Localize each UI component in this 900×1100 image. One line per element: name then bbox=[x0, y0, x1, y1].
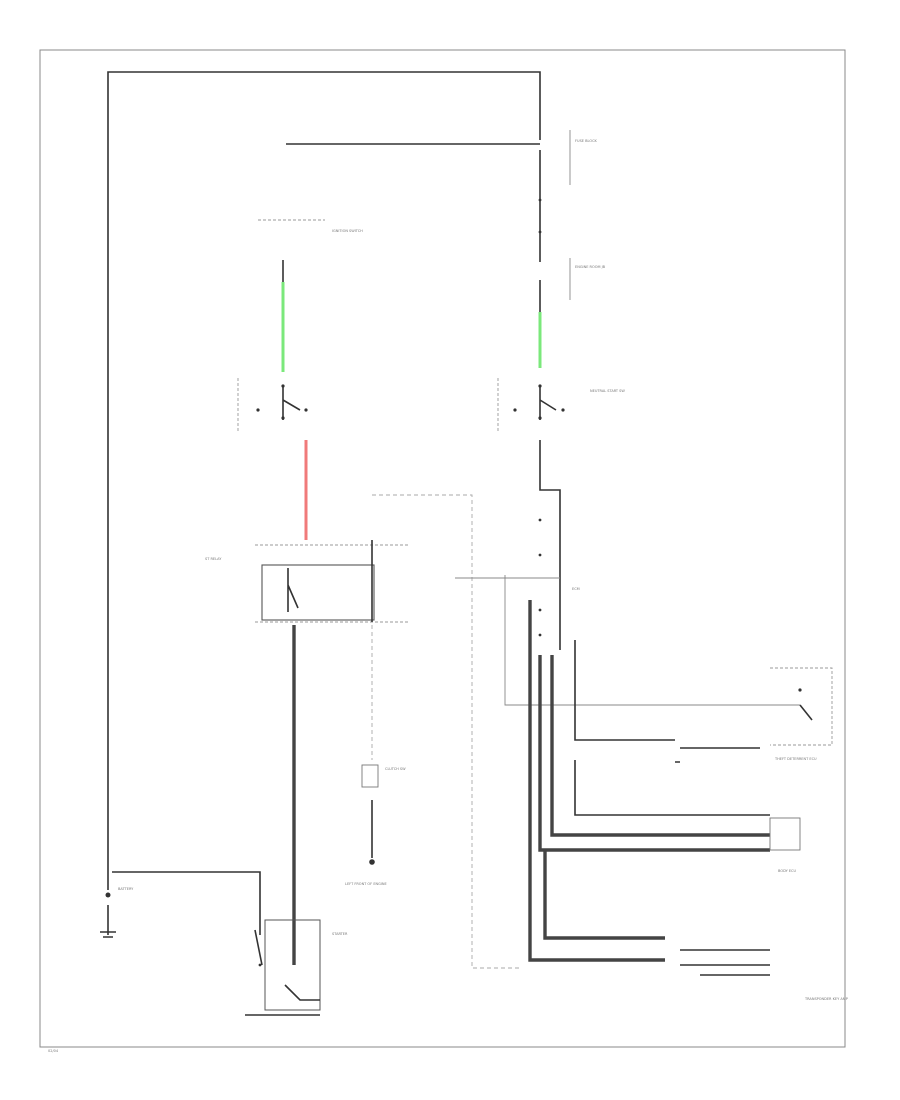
main-power-bus bbox=[107, 71, 541, 880]
theft-module: THEFT DETERRENT ECU bbox=[770, 667, 833, 761]
fusible-block: FUSE BLOCK bbox=[538, 130, 598, 234]
ignition-label: IGNITION SWITCH bbox=[332, 229, 363, 233]
page-ref: 02/04 bbox=[48, 1049, 59, 1053]
ignition-branch: IGNITION SWITCH bbox=[258, 219, 363, 372]
fuse-box-2-label: ENGINE ROOM JB bbox=[575, 265, 606, 269]
ground-label: LEFT FRONT OF ENGINE bbox=[345, 882, 387, 886]
starter-label: STARTER bbox=[332, 932, 348, 936]
battery-label: BATTERY bbox=[118, 887, 134, 891]
starter-relay: ST RELAY bbox=[205, 540, 410, 623]
body-ecu: BODY ECU bbox=[769, 817, 801, 873]
transponder-label: TRANSPONDER KEY AMP bbox=[804, 997, 848, 1001]
transponder: TRANSPONDER KEY AMP bbox=[804, 997, 848, 1001]
theft-module-label: THEFT DETERRENT ECU bbox=[774, 757, 817, 761]
body-ecu-label: BODY ECU bbox=[778, 869, 797, 873]
ecm-block: ECM bbox=[372, 494, 580, 969]
ecm-label: ECM bbox=[572, 587, 580, 591]
clutch-switch-label: CLUTCH SW bbox=[385, 767, 406, 771]
ground-path: LEFT FRONT OF ENGINE CLUTCH SW bbox=[345, 625, 406, 886]
right-switch: NEUTRAL START SW bbox=[497, 378, 625, 432]
fusible-block-label: FUSE BLOCK bbox=[575, 139, 598, 143]
starter: STARTER bbox=[245, 919, 348, 1016]
relay-label: ST RELAY bbox=[205, 557, 222, 561]
neutral-switch-label: NEUTRAL START SW bbox=[590, 389, 625, 393]
fuse-box-2: ENGINE ROOM JB bbox=[569, 258, 606, 300]
diagram-frame bbox=[39, 49, 846, 1048]
battery: BATTERY bbox=[100, 871, 261, 938]
left-switch bbox=[237, 378, 308, 432]
module-wiring bbox=[504, 575, 800, 976]
